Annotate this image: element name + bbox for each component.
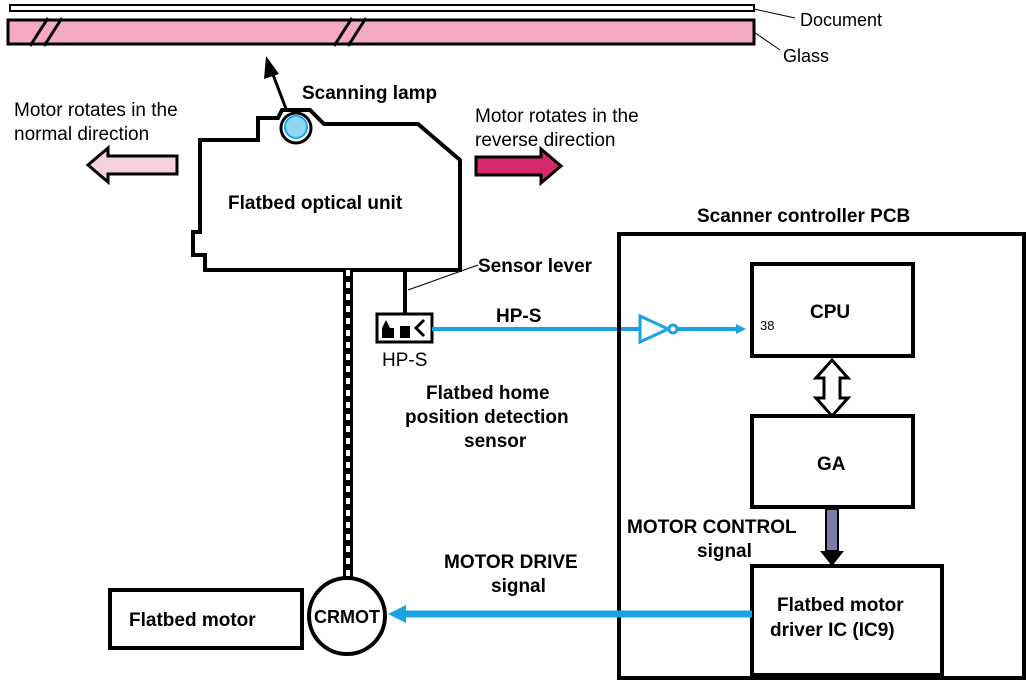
flatbed-motor-box xyxy=(108,588,304,650)
ga-label: GA xyxy=(817,454,846,475)
cpu-pin-number: 38 xyxy=(760,318,774,333)
normal-direction-arrow xyxy=(85,144,179,186)
document-sheet xyxy=(9,4,755,12)
pcb-label: Scanner controller PCB xyxy=(697,206,910,227)
driver-ic-label-2: driver IC (IC9) xyxy=(770,620,895,641)
optical-unit-label: Flatbed optical unit xyxy=(228,193,403,214)
motor-reverse-label-1: Motor rotates in the xyxy=(475,106,639,127)
motor-control-label-1: MOTOR CONTROL xyxy=(627,517,797,538)
scanner-controller-pcb xyxy=(617,232,1026,680)
cpu-label: CPU xyxy=(810,302,850,323)
glass-label: Glass xyxy=(783,46,829,66)
motor-drive-label-2: signal xyxy=(491,576,546,597)
glass-plate xyxy=(6,18,756,46)
sensor-lever-label: Sensor lever xyxy=(478,256,593,277)
motor-reverse-label-2: reverse direction xyxy=(475,130,615,151)
inverter-bubble xyxy=(667,323,679,335)
lamp-light-arrow xyxy=(270,71,290,115)
reverse-direction-arrow xyxy=(474,145,564,187)
optical-unit xyxy=(191,108,462,272)
inverter-gate xyxy=(638,313,672,345)
ga-block xyxy=(750,414,915,509)
motor-drive-arrowhead xyxy=(388,605,406,623)
crmot-motor xyxy=(307,576,387,656)
scanning-lamp-bulb xyxy=(284,115,308,139)
motor-normal-label-2: normal direction xyxy=(14,124,149,145)
hp-s-signal-label: HP-S xyxy=(496,306,541,327)
crmot-label: CRMOT xyxy=(314,607,380,627)
motor-control-label-2: signal xyxy=(697,541,752,562)
cpu-block xyxy=(750,262,915,358)
driver-ic-label-1: Flatbed motor xyxy=(777,595,904,616)
lamp-light-arrowhead xyxy=(264,56,279,79)
sensor-name-line-2: position detection xyxy=(405,407,569,428)
document-leader xyxy=(753,8,796,19)
glass-leader xyxy=(753,31,781,51)
glass-break-marks xyxy=(28,17,368,47)
motor-control-arrow-shaft xyxy=(825,508,839,552)
sensor-name-line-1: Flatbed home xyxy=(426,383,550,404)
sensor-lever-leader xyxy=(407,264,479,291)
motor-control-arrowhead xyxy=(820,551,844,566)
cpu-ga-bus-arrow xyxy=(812,357,852,419)
motor-driver-ic-block xyxy=(750,564,944,677)
sensor-name-line-3: sensor xyxy=(464,431,527,452)
flatbed-motor-label: Flatbed motor xyxy=(129,610,256,631)
hp-s-sensor-label: HP-S xyxy=(382,350,427,371)
document-label: Document xyxy=(800,10,882,30)
scanning-lamp-label: Scanning lamp xyxy=(302,83,437,104)
motor-drive-label-1: MOTOR DRIVE xyxy=(444,552,578,573)
motor-normal-label-1: Motor rotates in the xyxy=(14,100,178,121)
hp-s-sensor xyxy=(375,312,434,344)
